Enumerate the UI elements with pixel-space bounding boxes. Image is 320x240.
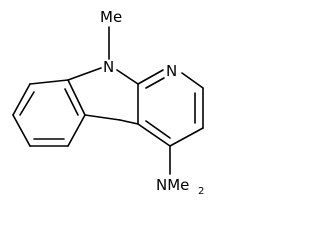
methyl-label: Me (100, 8, 122, 26)
dimethylamino-subscript: 2 (198, 186, 204, 197)
pyridine-nitrogen-label: N (166, 62, 177, 80)
bond-benzene-inner-1 (19, 91, 35, 116)
bond-n1-c2 (181, 72, 204, 89)
bond-c6-c4b (84, 114, 121, 121)
dimethylamino-label: NMe (156, 176, 189, 194)
bond-c6-c1 (67, 79, 86, 116)
bond-c3-c4 (12, 114, 31, 147)
bond-c5-c6 (67, 114, 86, 147)
bond-c4a-c4b (119, 119, 139, 125)
bond-pyridine-inner-1 (145, 77, 165, 89)
bond-c3-c4-pyr (169, 127, 204, 147)
bond-c9a-n1 (137, 69, 164, 85)
bond-layer (12, 26, 204, 175)
bond-c2-c3 (12, 83, 31, 116)
label-layer: Me N N NMe 2 (100, 8, 204, 197)
bond-c4-c4a (137, 123, 171, 147)
bond-pyridine-inner-3 (145, 120, 171, 139)
bond-benzene-inner-3 (64, 88, 79, 116)
bond-c1-n9 (67, 67, 102, 81)
bond-c1-c2 (29, 79, 69, 85)
molecule-structure: Me N N NMe 2 (12, 8, 204, 197)
indole-nitrogen-label: N (103, 58, 114, 76)
bond-n9-c9a (116, 69, 139, 85)
